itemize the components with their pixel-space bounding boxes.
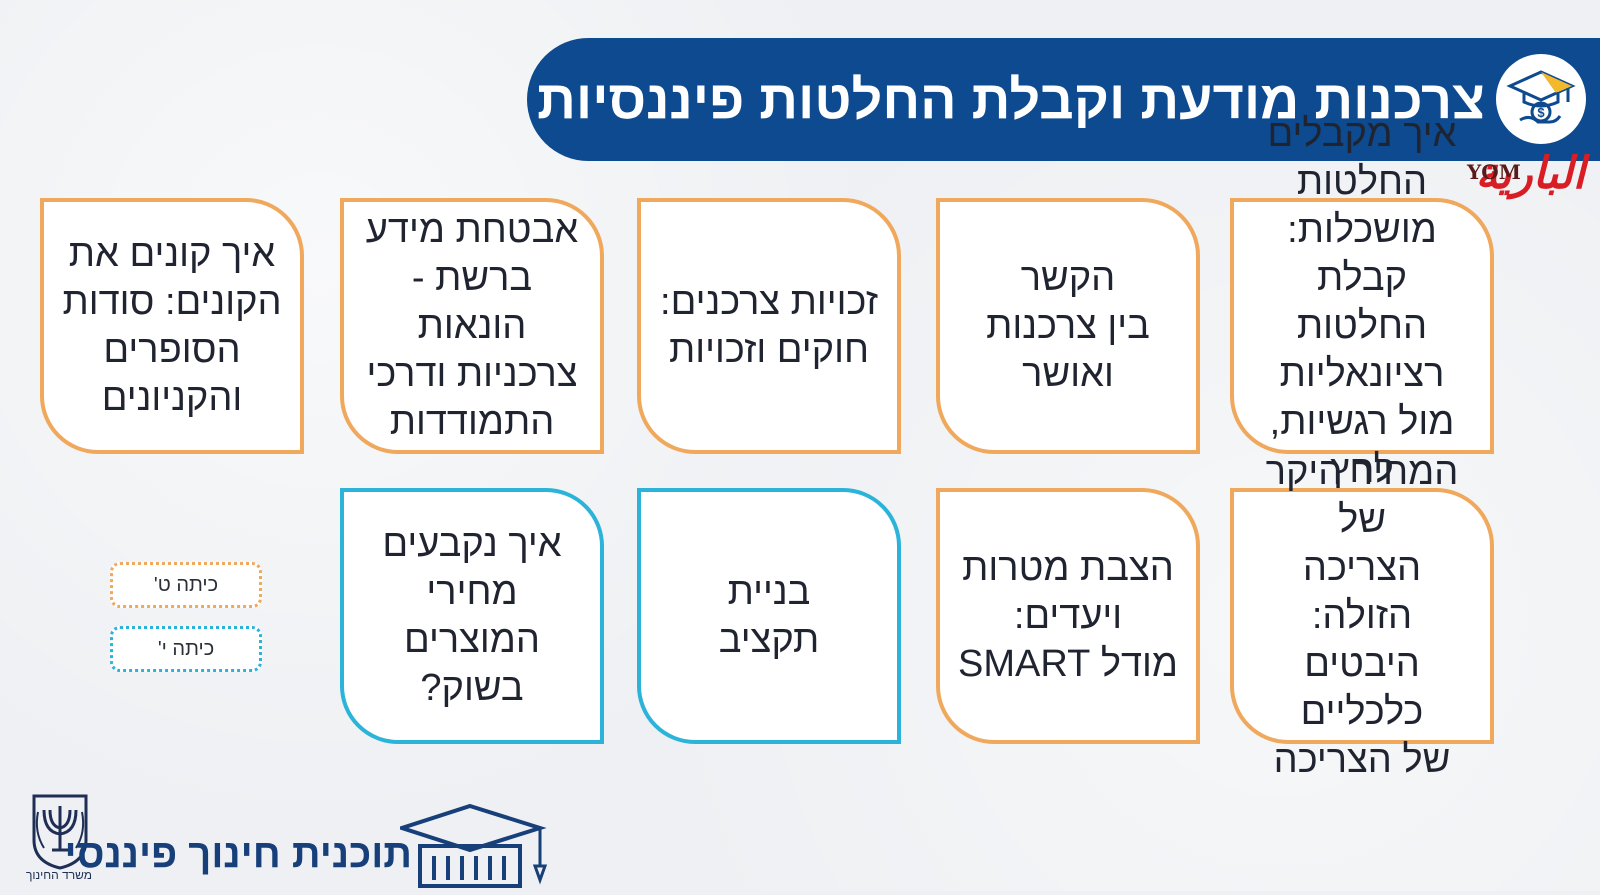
watermark-logo: البارية YOM (1405, 148, 1585, 212)
header-banner: צרכנות מודעת וקבלת החלטות פיננסיות $ (527, 38, 1600, 161)
topic-card-market-prices[interactable]: איך נקבעים מחירי המוצרים בשוק? (340, 488, 604, 744)
graduation-cap-money-icon: $ (1496, 54, 1586, 144)
svg-text:$: $ (1537, 105, 1545, 120)
legend-grade-9: כיתה ט' (110, 562, 262, 608)
school-building-cap-icon (395, 800, 555, 890)
topic-card-budget[interactable]: בניית תקציב (637, 488, 901, 744)
topic-card-mall-secrets[interactable]: איך קונים את הקונים: סודות הסופרים והקני… (40, 198, 304, 454)
legend-grade-10: כיתה י' (110, 626, 262, 672)
program-name: תוכנית חינוך פיננסי (64, 832, 412, 876)
topic-card-rational-decisions[interactable]: איך מקבלים החלטות מושכלות: קבלת החלטות ר… (1230, 113, 1494, 539)
topic-card-smart-goals[interactable]: הצבת מטרות ויעדים: מודל SMART (936, 488, 1200, 744)
state-emblem-icon (20, 792, 100, 890)
ministry-label: משרד החינוך (25, 868, 93, 882)
topic-card-cheap-consumption[interactable]: המחיר היקר של הצריכה הזולה: היבטים כלכלי… (1230, 451, 1494, 781)
topic-card-consumption-happiness[interactable]: הקשר בין צרכנות ואושר (936, 198, 1200, 454)
page-title: צרכנות מודעת וקבלת החלטות פיננסיות (537, 69, 1485, 130)
topic-card-info-security[interactable]: אבטחת מידע ברשת - הונאות צרכניות ודרכי ה… (340, 198, 604, 454)
watermark-latin: YOM (1467, 160, 1521, 184)
watermark-arabic: البارية (1475, 148, 1585, 199)
topic-card-consumer-rights[interactable]: זכויות צרכנים: חוקים וזכויות (637, 198, 901, 454)
